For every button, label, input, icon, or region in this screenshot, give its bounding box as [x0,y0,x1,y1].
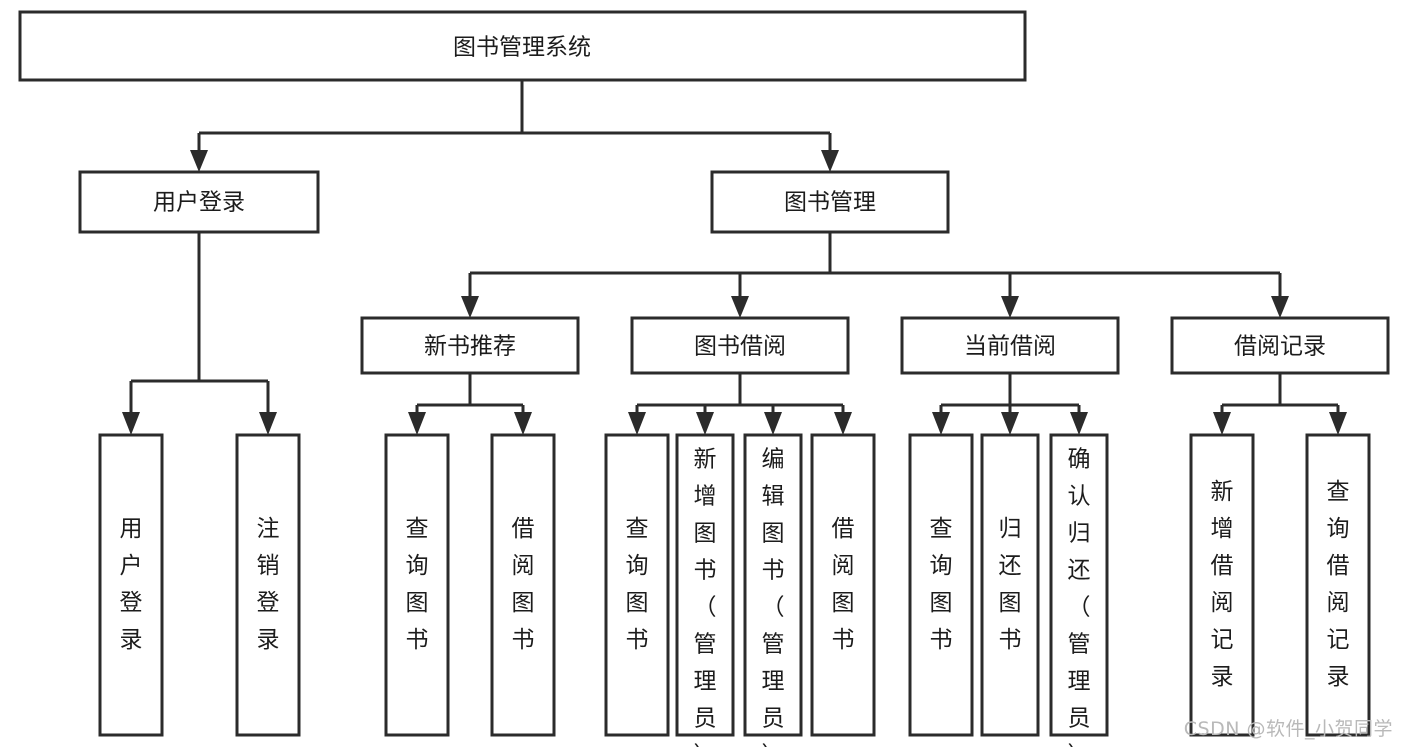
node-leaf-query-book-1-box[interactable] [384,433,450,737]
node-leaf-logout-box[interactable] [235,433,301,737]
node-user-login-box[interactable] [78,170,320,234]
node-leaf-query-book-1[interactable]: 查询图书 [384,433,450,737]
node-leaf-borrow-book-1[interactable]: 借阅图书 [490,433,556,737]
arrowhead-borrow-book-2 [834,412,852,435]
arrowhead-query-book-1 [408,412,426,435]
connector-layer [122,80,1347,435]
node-current-borrow-label: 当前借阅 [964,334,1056,360]
node-user-login[interactable]: 用户登录 [78,170,320,234]
node-user-login-label: 用户登录 [153,190,245,216]
node-leaf-add-record[interactable]: 新增借阅记录 [1189,433,1255,737]
arrowhead-query-book-3 [932,412,950,435]
node-book-borrow-label: 图书借阅 [694,334,786,360]
node-leaf-edit-book-label: 编辑图书（管理员） [762,447,785,747]
node-leaf-confirm-return-label: 确认归还（管理员） [1068,447,1091,747]
node-leaf-confirm-return-box[interactable] [1049,433,1109,737]
node-leaf-query-book-1-label: 查询图书 [406,516,429,653]
node-leaf-add-record-box[interactable] [1189,433,1255,737]
node-root-box[interactable] [18,10,1027,82]
node-leaf-borrow-book-1-box[interactable] [490,433,556,737]
arrowhead-return-book [1001,412,1019,435]
arrowhead-query-record [1329,412,1347,435]
node-root-label: 图书管理系统 [453,35,591,61]
arrowhead-edit-book [764,412,782,435]
node-new-book-rec-label: 新书推荐 [424,334,516,360]
node-current-borrow-box[interactable] [900,316,1120,375]
arrowhead-bookmanage [821,150,839,172]
node-leaf-return-book-label: 归还图书 [999,516,1022,653]
arrowhead-currentborrow [1001,296,1019,318]
arrowhead-borrow-book-1 [514,412,532,435]
node-leaf-borrow-book-1-label: 借阅图书 [512,516,535,653]
node-borrow-record-box[interactable] [1170,316,1390,375]
arrowhead-add-book [696,412,714,435]
arrowhead-borrowrecord [1271,296,1289,318]
node-leaf-user-login-label: 用户登录 [120,516,143,653]
node-leaf-add-book-box[interactable] [675,433,735,737]
node-leaf-borrow-book-2[interactable]: 借阅图书 [810,433,876,737]
node-leaf-edit-book[interactable]: 编辑图书（管理员） [743,433,803,747]
node-leaf-borrow-book-2-label: 借阅图书 [832,516,855,653]
node-leaf-query-book-2-label: 查询图书 [626,516,649,653]
node-leaf-user-login-box[interactable] [98,433,164,737]
node-new-book-rec[interactable]: 新书推荐 [360,316,580,375]
node-leaf-query-book-3[interactable]: 查询图书 [908,433,974,737]
arrowhead-query-book-2 [628,412,646,435]
node-leaf-confirm-return[interactable]: 确认归还（管理员） [1049,433,1109,747]
node-borrow-record-label: 借阅记录 [1234,334,1326,360]
node-leaf-return-book[interactable]: 归还图书 [980,433,1040,737]
node-book-manage[interactable]: 图书管理 [710,170,950,234]
arrowhead-add-record [1213,412,1231,435]
arrowhead-newbook [461,296,479,318]
arrowhead-confirm-return [1070,412,1088,435]
node-leaf-edit-book-box[interactable] [743,433,803,737]
node-root[interactable]: 图书管理系统 [18,10,1027,82]
node-leaf-query-book-2-box[interactable] [604,433,670,737]
node-book-borrow[interactable]: 图书借阅 [630,316,850,375]
node-borrow-record[interactable]: 借阅记录 [1170,316,1390,375]
node-book-borrow-box[interactable] [630,316,850,375]
node-leaf-user-login[interactable]: 用户登录 [98,433,164,737]
node-current-borrow[interactable]: 当前借阅 [900,316,1120,375]
node-leaf-query-record[interactable]: 查询借阅记录 [1305,433,1371,737]
node-book-manage-box[interactable] [710,170,950,234]
node-book-manage-label: 图书管理 [784,190,876,216]
node-leaf-query-book-2[interactable]: 查询图书 [604,433,670,737]
node-leaf-add-record-label: 新增借阅记录 [1211,479,1234,690]
arrowhead-userlogin [190,150,208,172]
node-new-book-rec-box[interactable] [360,316,580,375]
arrowhead-bookborrow [731,296,749,318]
node-leaf-logout[interactable]: 注销登录 [235,433,301,737]
arrowhead-leaf-user-login [122,412,140,435]
node-leaf-add-book[interactable]: 新增图书（管理员） [675,433,735,747]
node-leaf-logout-label: 注销登录 [257,516,280,653]
node-leaf-return-book-box[interactable] [980,433,1040,737]
node-leaf-add-book-label: 新增图书（管理员） [694,447,717,747]
node-leaf-query-book-3-box[interactable] [908,433,974,737]
node-leaf-borrow-book-2-box[interactable] [810,433,876,737]
node-leaf-query-record-label: 查询借阅记录 [1327,479,1350,690]
node-leaf-query-book-3-label: 查询图书 [930,516,953,653]
arrowhead-leaf-logout [259,412,277,435]
node-leaf-query-record-box[interactable] [1305,433,1371,737]
